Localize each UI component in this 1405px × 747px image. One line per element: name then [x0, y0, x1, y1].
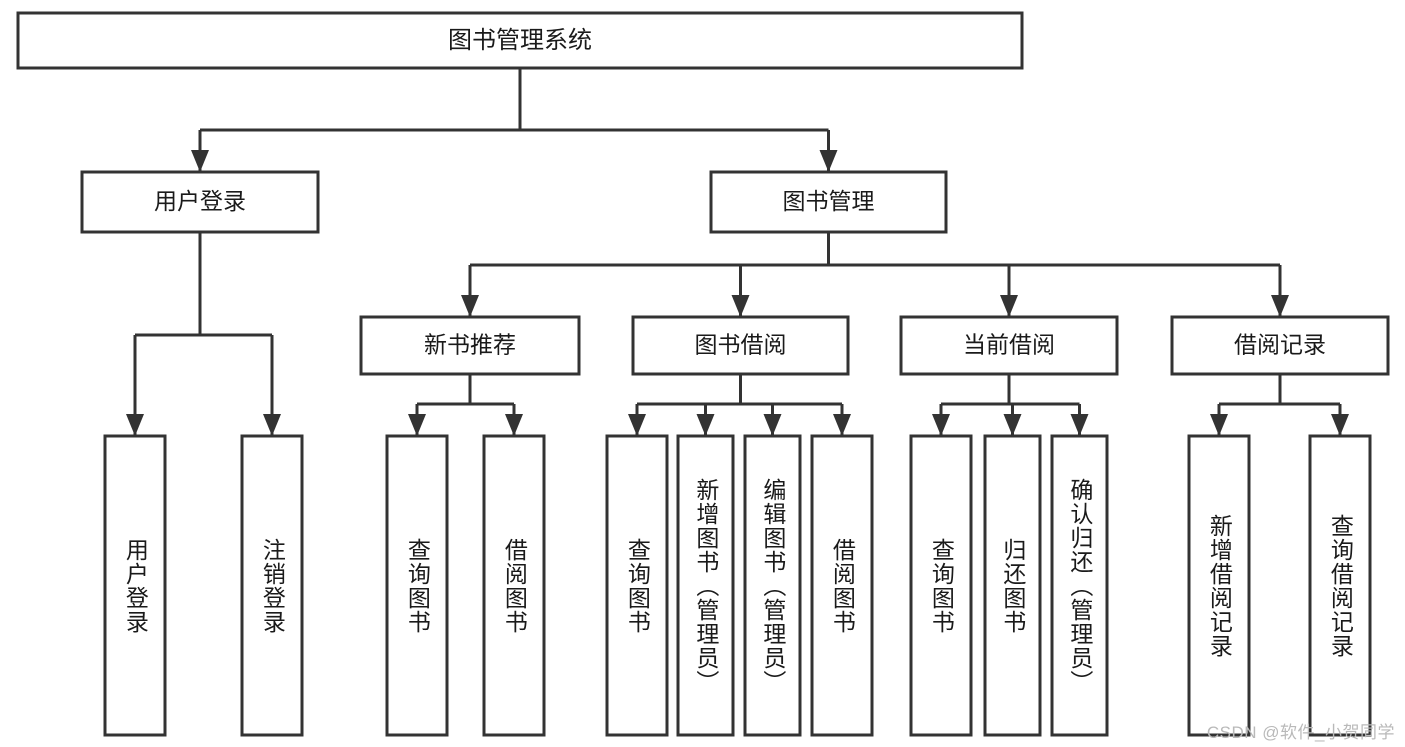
node-root: 图书管理系统	[16, 11, 1024, 70]
node-leaf-add-record	[1187, 434, 1251, 737]
node-label-root: 图书管理系统	[448, 27, 592, 54]
arrow-head-icon	[1003, 414, 1022, 436]
node-label-current-borrow: 当前借阅	[963, 332, 1055, 358]
arrow-head-icon	[126, 414, 144, 436]
node-leaf-user-logout	[240, 434, 304, 737]
node-label-book-manage: 图书管理	[783, 188, 875, 214]
arrow-head-icon	[731, 295, 750, 317]
arrow-head-icon	[1210, 414, 1228, 436]
arrow-head-icon	[1271, 295, 1289, 317]
connector-layer	[126, 68, 1349, 436]
node-new-book-rec: 新书推荐	[359, 315, 581, 376]
arrow-head-icon	[408, 414, 426, 436]
connector-book-manage	[461, 232, 1289, 317]
node-leaf-user-login	[103, 434, 167, 737]
arrow-head-icon	[191, 150, 209, 172]
arrow-head-icon	[1331, 414, 1349, 436]
node-label-new-book-rec: 新书推荐	[424, 332, 516, 358]
arrow-head-icon	[819, 150, 838, 172]
node-leaf-return-book	[983, 434, 1042, 737]
arrow-head-icon	[263, 414, 281, 436]
arrow-head-icon	[461, 295, 479, 317]
node-current-borrow: 当前借阅	[899, 315, 1119, 376]
connector-new-book-rec	[408, 374, 523, 436]
node-leaf-add-book	[676, 434, 735, 737]
node-leaf-borrow-book-1	[482, 434, 546, 737]
arrow-head-icon	[628, 414, 646, 436]
node-borrow-record: 借阅记录	[1170, 315, 1390, 376]
node-label-book-borrow: 图书借阅	[695, 332, 787, 358]
connector-current-borrow	[932, 374, 1089, 436]
connector-borrow-record	[1210, 374, 1349, 436]
arrow-head-icon	[1070, 414, 1089, 436]
arrow-head-icon	[932, 414, 950, 436]
node-book-borrow: 图书借阅	[631, 315, 850, 376]
connector-root	[191, 68, 838, 172]
arrow-head-icon	[696, 414, 715, 436]
node-label-borrow-record: 借阅记录	[1234, 332, 1326, 358]
node-leaf-query-book-1	[385, 434, 449, 737]
node-leaf-edit-book	[743, 434, 802, 737]
arrow-head-icon	[763, 414, 782, 436]
node-user-login: 用户登录	[80, 170, 320, 234]
node-book-manage: 图书管理	[709, 170, 948, 234]
connector-user-login	[126, 232, 281, 436]
arrow-head-icon	[505, 414, 523, 436]
node-leaf-query-book-3	[909, 434, 973, 737]
node-leaf-query-record	[1308, 434, 1372, 737]
arrow-head-icon	[1000, 295, 1018, 317]
node-leaf-borrow-book-2	[810, 434, 874, 737]
arrow-head-icon	[833, 414, 851, 436]
node-leaf-query-book-2	[605, 434, 669, 737]
connector-book-borrow	[628, 374, 851, 436]
watermark-text: CSDN @软件_小贺同学	[1206, 723, 1395, 742]
node-leaf-confirm-return	[1050, 434, 1109, 737]
node-label-user-login: 用户登录	[154, 188, 246, 214]
